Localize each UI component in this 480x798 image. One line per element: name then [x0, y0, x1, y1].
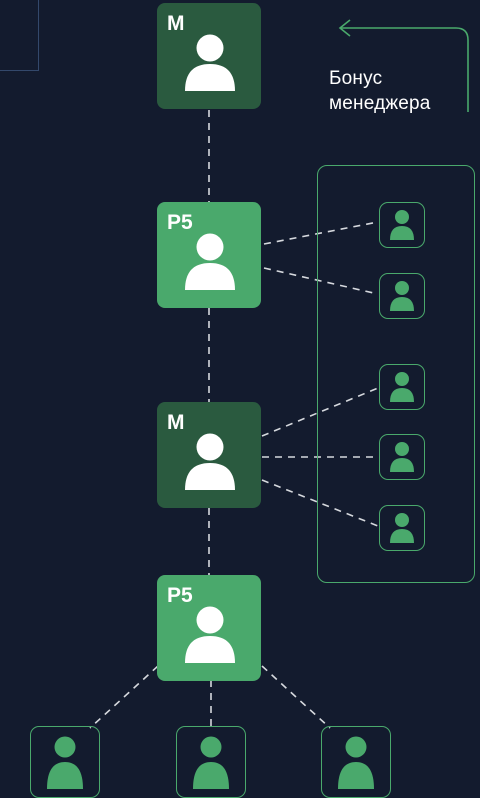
- link-m-ref3: [261, 387, 379, 437]
- bottom-referral-node: [30, 726, 100, 798]
- person-icon: [390, 442, 414, 472]
- node-middle-manager: M: [157, 402, 261, 508]
- person-icon: [185, 606, 235, 663]
- person-icon: [185, 34, 235, 91]
- bottom-referral-node: [321, 726, 391, 798]
- person-icon: [390, 513, 414, 543]
- node-label: M: [167, 12, 185, 35]
- person-icon: [390, 210, 414, 240]
- manager-bonus-group: [317, 165, 475, 583]
- referral-node: [379, 273, 425, 319]
- arrow-left-icon: [338, 19, 469, 112]
- person-icon: [338, 736, 374, 789]
- referral-node: [379, 364, 425, 410]
- bonus-line-1: Бонус: [329, 68, 383, 89]
- node-label: M: [167, 411, 185, 434]
- node-p5-first: P5: [157, 202, 261, 308]
- person-icon: [185, 433, 235, 490]
- referral-node: [379, 434, 425, 480]
- link-p5-ref2: [263, 267, 379, 295]
- person-icon: [390, 281, 414, 311]
- node-top-manager: M: [157, 3, 261, 109]
- person-icon: [47, 736, 83, 789]
- person-icon: [193, 736, 229, 789]
- referral-node: [379, 505, 425, 551]
- link-bottom-left: [89, 665, 159, 729]
- referral-node: [379, 202, 425, 248]
- node-label: P5: [167, 211, 193, 234]
- bonus-line-2: менеджера: [329, 93, 431, 114]
- person-icon: [185, 233, 235, 290]
- bottom-referral-node: [176, 726, 246, 798]
- link-p5-ref1: [263, 221, 379, 245]
- node-p5-second: P5: [157, 575, 261, 681]
- bonus-caption: Бонус менеджера: [329, 66, 431, 116]
- partial-frame: [0, 0, 39, 71]
- link-bottom-right: [261, 665, 331, 729]
- person-icon: [390, 372, 414, 402]
- node-label: P5: [167, 584, 193, 607]
